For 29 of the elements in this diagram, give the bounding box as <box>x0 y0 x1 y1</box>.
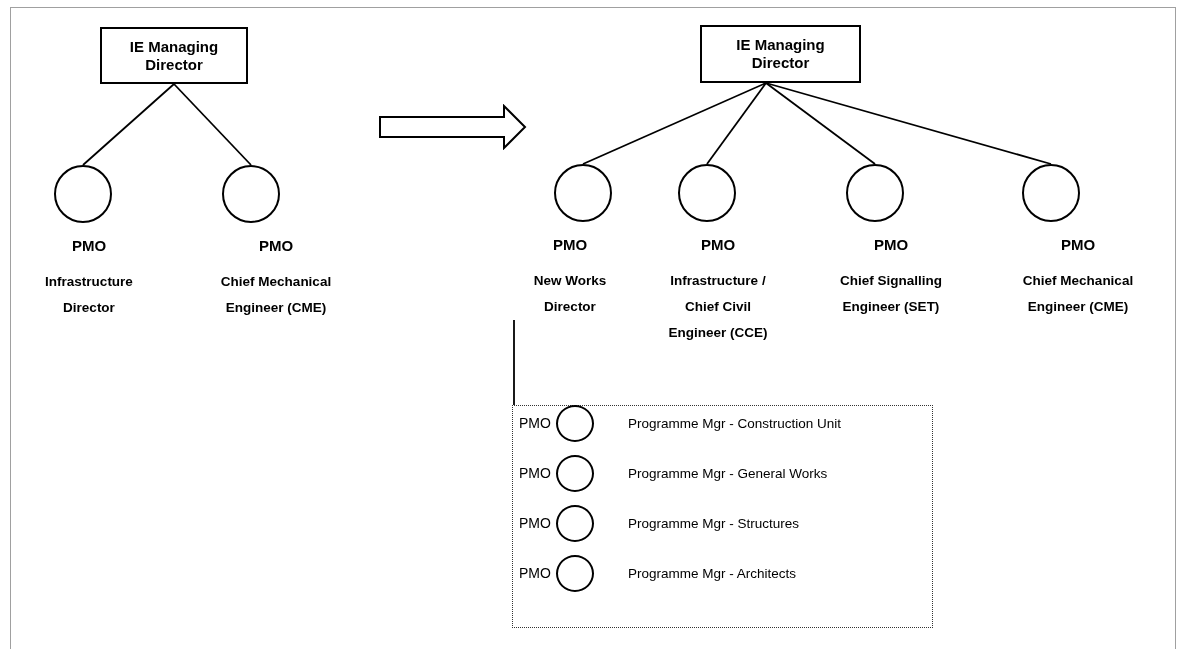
role-label: Programme Mgr - Structures <box>628 515 800 531</box>
role-label: Programme Mgr - Architects <box>628 565 797 581</box>
pmo-label: PMO <box>700 236 736 254</box>
pmo-label: PMO <box>1060 236 1096 254</box>
pmo-label: PMO <box>258 237 294 255</box>
role-label: Chief Mechanical Engineer (CME) <box>219 273 333 317</box>
role-label: Chief Signalling Engineer (SET) <box>839 272 943 316</box>
role-label: Infrastructure Director <box>44 273 134 317</box>
connector-line <box>513 319 515 406</box>
connector-line <box>173 83 252 166</box>
connector-line <box>82 83 175 166</box>
connector-line <box>765 82 876 165</box>
role-label: Programme Mgr - Construction Unit <box>628 415 842 431</box>
role-label: Programme Mgr - General Works <box>628 465 828 481</box>
pmo-label: PMO <box>71 237 107 255</box>
pmo-label: PMO <box>873 236 909 254</box>
role-label: New Works Director <box>532 272 608 316</box>
director-box: IE Managing Director <box>700 25 861 83</box>
role-label: Infrastructure / Chief Civil Engineer (CCE) <box>667 272 769 342</box>
connector-line <box>706 82 767 165</box>
dotted-group-box <box>512 405 933 628</box>
pmo-label: PMO <box>519 465 552 481</box>
role-label: Chief Mechanical Engineer (CME) <box>1021 272 1135 316</box>
pmo-label: PMO <box>552 236 588 254</box>
pmo-label: PMO <box>519 515 552 531</box>
pmo-label: PMO <box>519 415 552 431</box>
pmo-label: PMO <box>519 565 552 581</box>
connector-line <box>582 82 767 165</box>
director-box: IE Managing Director <box>100 27 248 84</box>
